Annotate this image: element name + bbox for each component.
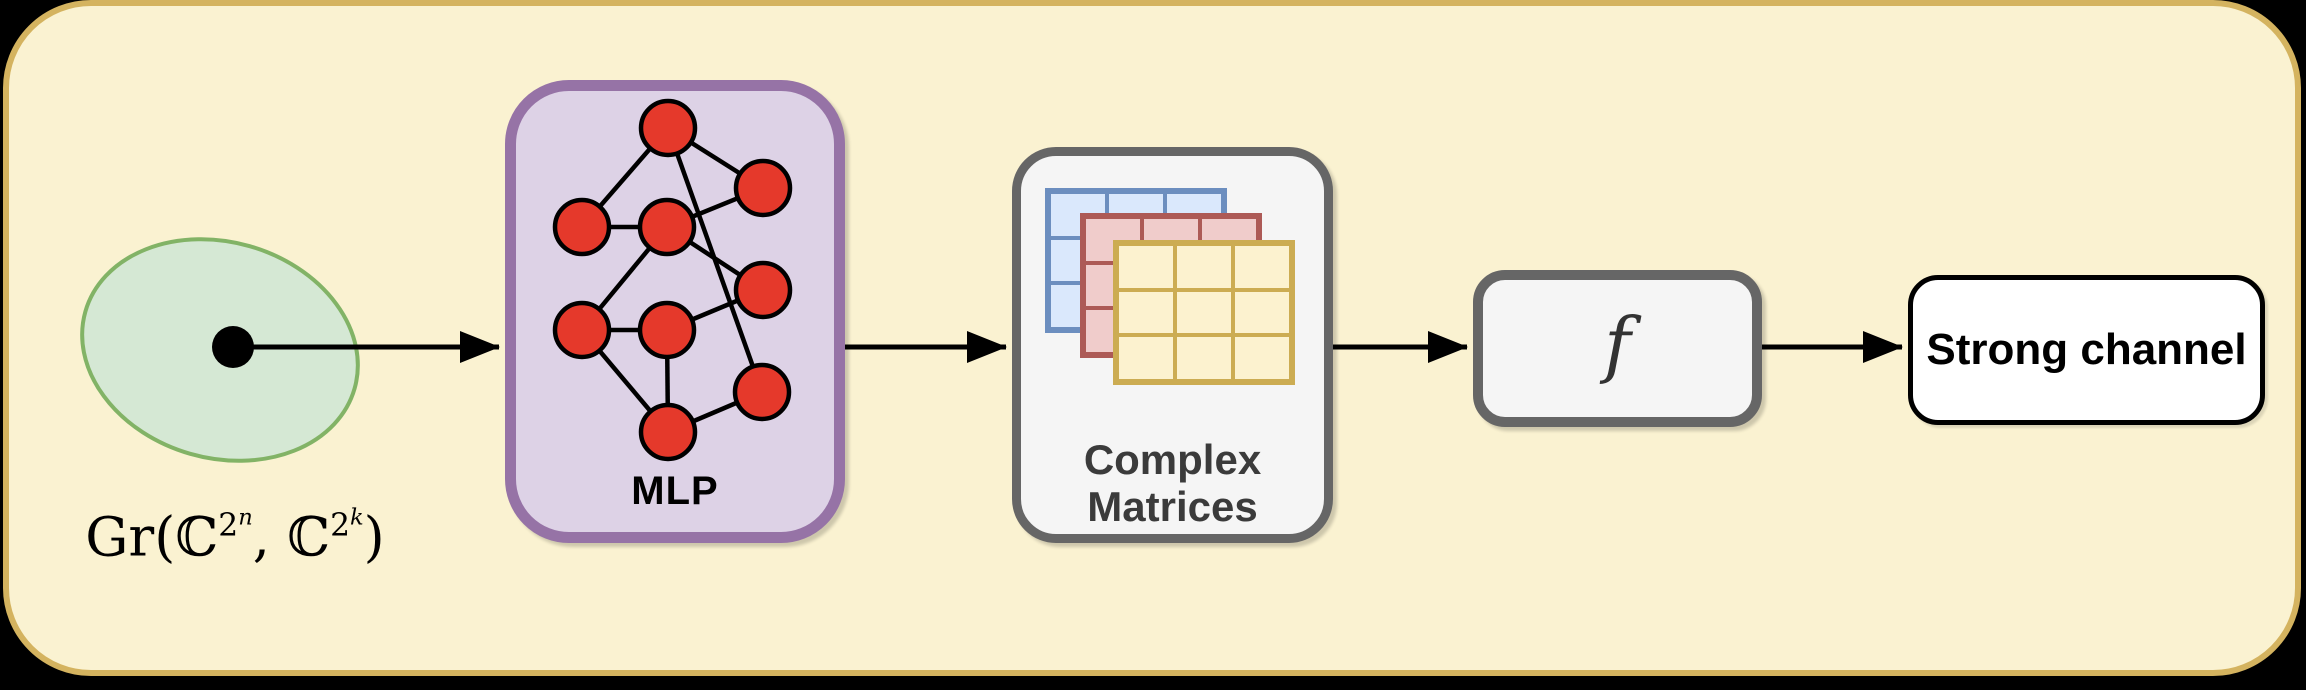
complex-matrices-label: Complex Matrices: [1021, 436, 1324, 530]
gr-separator: ,: [252, 505, 288, 569]
function-box: f: [1473, 270, 1762, 427]
gr-set1: ℂ: [175, 505, 219, 569]
complex-matrices-box: Complex Matrices: [1012, 147, 1333, 543]
gr-exp2-power: k: [350, 505, 364, 531]
grassmannian-label: Gr(ℂ2n, ℂ2k): [70, 505, 400, 569]
complex-matrices-label-line2: Matrices: [1087, 483, 1258, 531]
gr-set2: ℂ: [287, 505, 331, 569]
gr-exp1-power: n: [238, 505, 253, 531]
function-label: f: [1604, 301, 1631, 386]
gr-suffix: ): [363, 505, 385, 569]
gr-exp2-base: 2: [330, 508, 350, 545]
strong-channel-box: Strong channel: [1908, 275, 2265, 425]
yellow-matrix-icon: [1113, 240, 1295, 385]
strong-channel-label: Strong channel: [1926, 325, 2247, 374]
gr-exp1-base: 2: [218, 508, 239, 545]
complex-matrices-label-line1: Complex: [1083, 436, 1262, 483]
gr-prefix: Gr(: [85, 505, 176, 569]
mlp-box: MLP: [505, 80, 845, 543]
mlp-label: MLP: [631, 469, 719, 513]
